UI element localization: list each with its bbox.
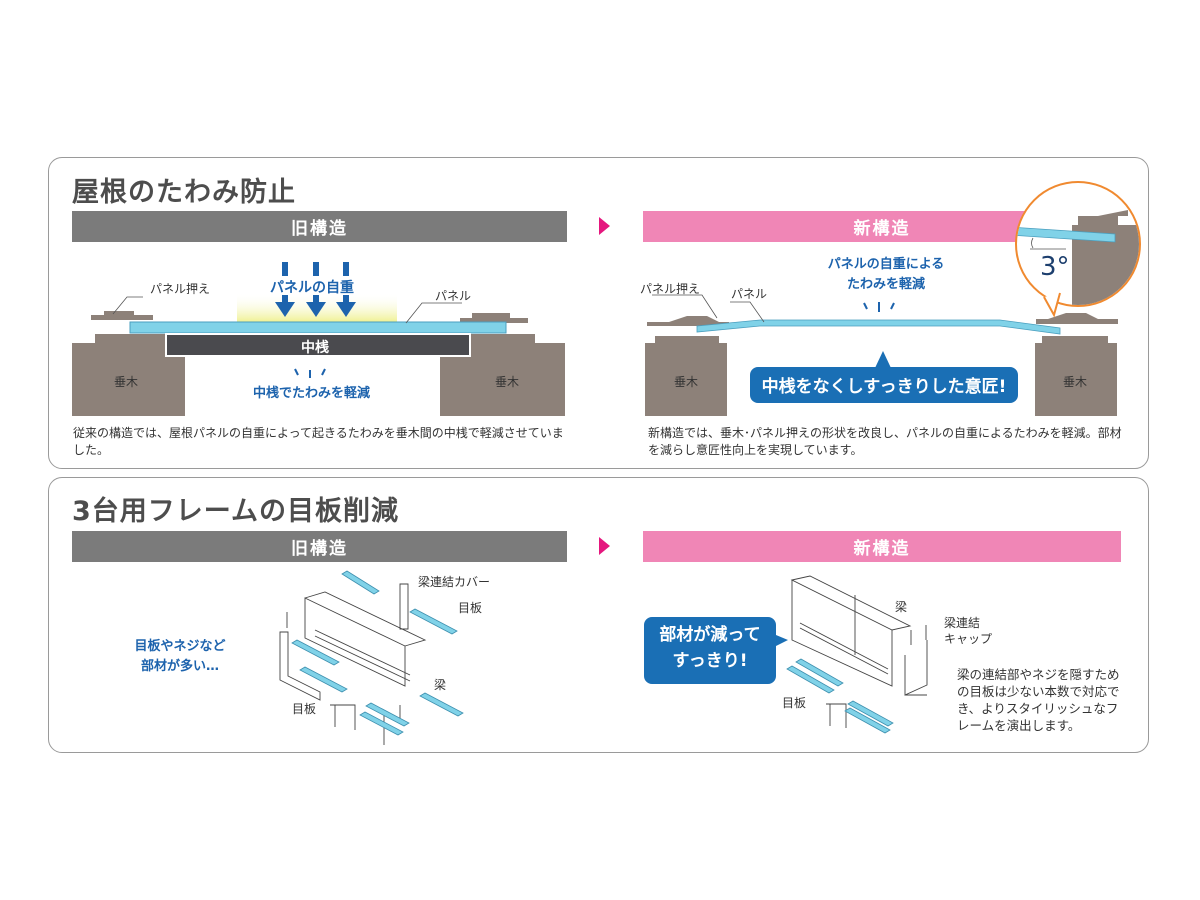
old-frame-exploded <box>279 583 427 745</box>
label-reduce: パネルの自重による たわみを軽減 <box>812 255 960 295</box>
cap-line2: キャップ <box>944 632 993 646</box>
new-frame-description: 梁の連結部やネジを隠すための目板は少ない本数で対応でき、よりスタイリッシュなフレ… <box>957 667 1120 733</box>
label-panel: パネル <box>435 289 472 303</box>
label-beam: 梁 <box>895 600 908 614</box>
label-rafter: 垂木 <box>674 375 699 389</box>
label-rafter: 垂木 <box>495 375 520 389</box>
reduce-line2: たわみを軽減 <box>846 277 925 292</box>
callout-text: 中桟をなくしすっきりした意匠! <box>761 377 1007 397</box>
reduce-line1: パネルの自重による <box>827 257 945 272</box>
new-battens <box>786 658 894 734</box>
weight-arrows <box>275 262 356 317</box>
callout-line1: 部材が減って <box>659 625 761 645</box>
support-lines <box>294 368 326 378</box>
new-rafter-left <box>645 316 729 416</box>
arrow-right-icon <box>599 217 610 235</box>
callout-line2: すっきり! <box>672 651 748 671</box>
old-structure-header: 旧構造 <box>72 531 567 562</box>
new-panel <box>696 319 1061 335</box>
section-title: 3台用フレームの目板削減 <box>72 496 399 527</box>
old-structure-header: 旧構造 <box>72 211 567 242</box>
note-line1: 目板やネジなど <box>134 639 226 654</box>
label-panel: パネル <box>731 287 768 301</box>
new-callout-text: 部材が減って すっきり! <box>644 622 776 674</box>
cap-line1: 梁連結 <box>944 616 981 630</box>
angle-label: 3° <box>1040 252 1070 282</box>
frame-batten-section <box>48 477 1149 753</box>
label-panel-weight: パネルの自重 <box>270 280 354 296</box>
note-line2: 部材が多い… <box>140 659 219 674</box>
middle-beam <box>165 333 471 357</box>
new-structure-header: 新構造 <box>643 531 1121 562</box>
label-batten: 目板 <box>458 601 483 615</box>
label-rafter: 垂木 <box>114 375 139 389</box>
new-description: 新構造では、垂木･パネル押えの形状を改良し、パネルの自重によるたわみを軽減。部材… <box>648 426 1122 457</box>
new-callout-bubble <box>644 617 788 684</box>
label-batten: 目板 <box>782 696 807 710</box>
label-rafter: 垂木 <box>1063 375 1088 389</box>
label-middle-beam: 中桟 <box>301 340 329 356</box>
label-panel-holder: パネル押え <box>150 282 211 296</box>
roof-deflection-section <box>48 157 1149 469</box>
old-note: 目板やネジなど 部材が多い… <box>120 637 240 677</box>
callout-bubble <box>750 367 1018 403</box>
new-frame <box>790 575 928 728</box>
label-beam-cap: 梁連結 キャップ <box>944 615 992 647</box>
new-rafter-right <box>1035 313 1118 416</box>
label-reduce: 中桟でたわみを軽減 <box>253 386 371 401</box>
section-title: 屋根のたわみ防止 <box>72 177 296 208</box>
old-description: 従来の構造では、屋根パネルの自重によって起きるたわみを垂木間の中桟で軽減させてい… <box>73 426 564 457</box>
label-beam-cover: 梁連結カバー <box>418 575 491 589</box>
old-battens <box>291 570 464 736</box>
arrow-right-icon <box>599 537 610 555</box>
label-beam: 梁 <box>434 678 447 692</box>
label-batten: 目板 <box>292 702 317 716</box>
label-panel-holder: パネル押え <box>640 282 701 296</box>
